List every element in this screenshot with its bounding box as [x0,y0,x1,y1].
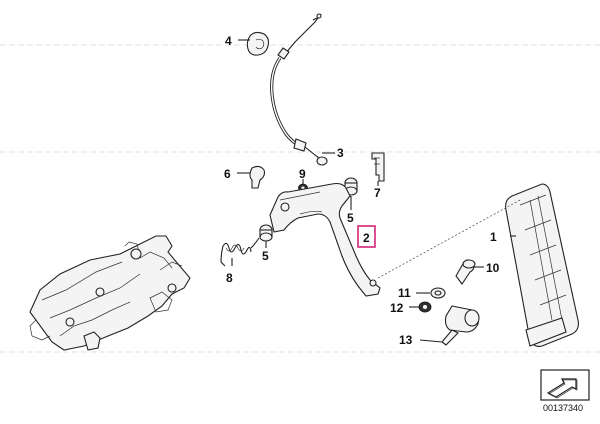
part-6-pin[interactable] [237,165,266,189]
callout-labels: 4 3 6 9 7 5 2 1 8 5 10 11 12 13 [224,34,500,347]
watermark-stripes [0,44,600,353]
callout-12[interactable]: 12 [390,301,404,315]
highlight-box-part-2 [357,225,376,248]
callout-3[interactable]: 3 [337,146,344,160]
part-5-bushing-bottom[interactable] [259,224,273,248]
axis-line-lever-to-pedal [377,199,521,279]
part-8-spring[interactable] [220,237,260,267]
callout-9[interactable]: 9 [299,167,306,181]
part-1-pedal-pad[interactable] [505,183,579,347]
part-3-cable[interactable] [270,13,335,166]
callout-11[interactable]: 11 [398,286,411,300]
callout-10[interactable]: 10 [486,261,500,275]
diagram-number: 00137340 [543,403,583,413]
part-13-pivot-bolt[interactable] [419,305,480,346]
callout-1[interactable]: 1 [490,230,497,244]
part-7-bracket[interactable] [371,152,385,186]
navigation-arrow-icon[interactable] [540,369,590,401]
callout-5-top[interactable]: 5 [347,211,354,225]
pedal-box-assembly [29,235,191,351]
callout-6[interactable]: 6 [224,167,231,181]
callout-5-bottom[interactable]: 5 [262,249,269,263]
callout-7[interactable]: 7 [374,186,381,200]
part-10-bolt[interactable] [455,259,484,285]
part-12-nut[interactable] [409,301,432,313]
callout-13[interactable]: 13 [399,333,413,347]
callout-2[interactable]: 2 [363,231,370,245]
part-4-clip[interactable] [238,31,270,56]
part-2-pedal-lever[interactable] [269,182,381,297]
part-11-washer[interactable] [416,287,446,299]
callout-4[interactable]: 4 [225,34,232,48]
callout-8[interactable]: 8 [226,271,233,285]
